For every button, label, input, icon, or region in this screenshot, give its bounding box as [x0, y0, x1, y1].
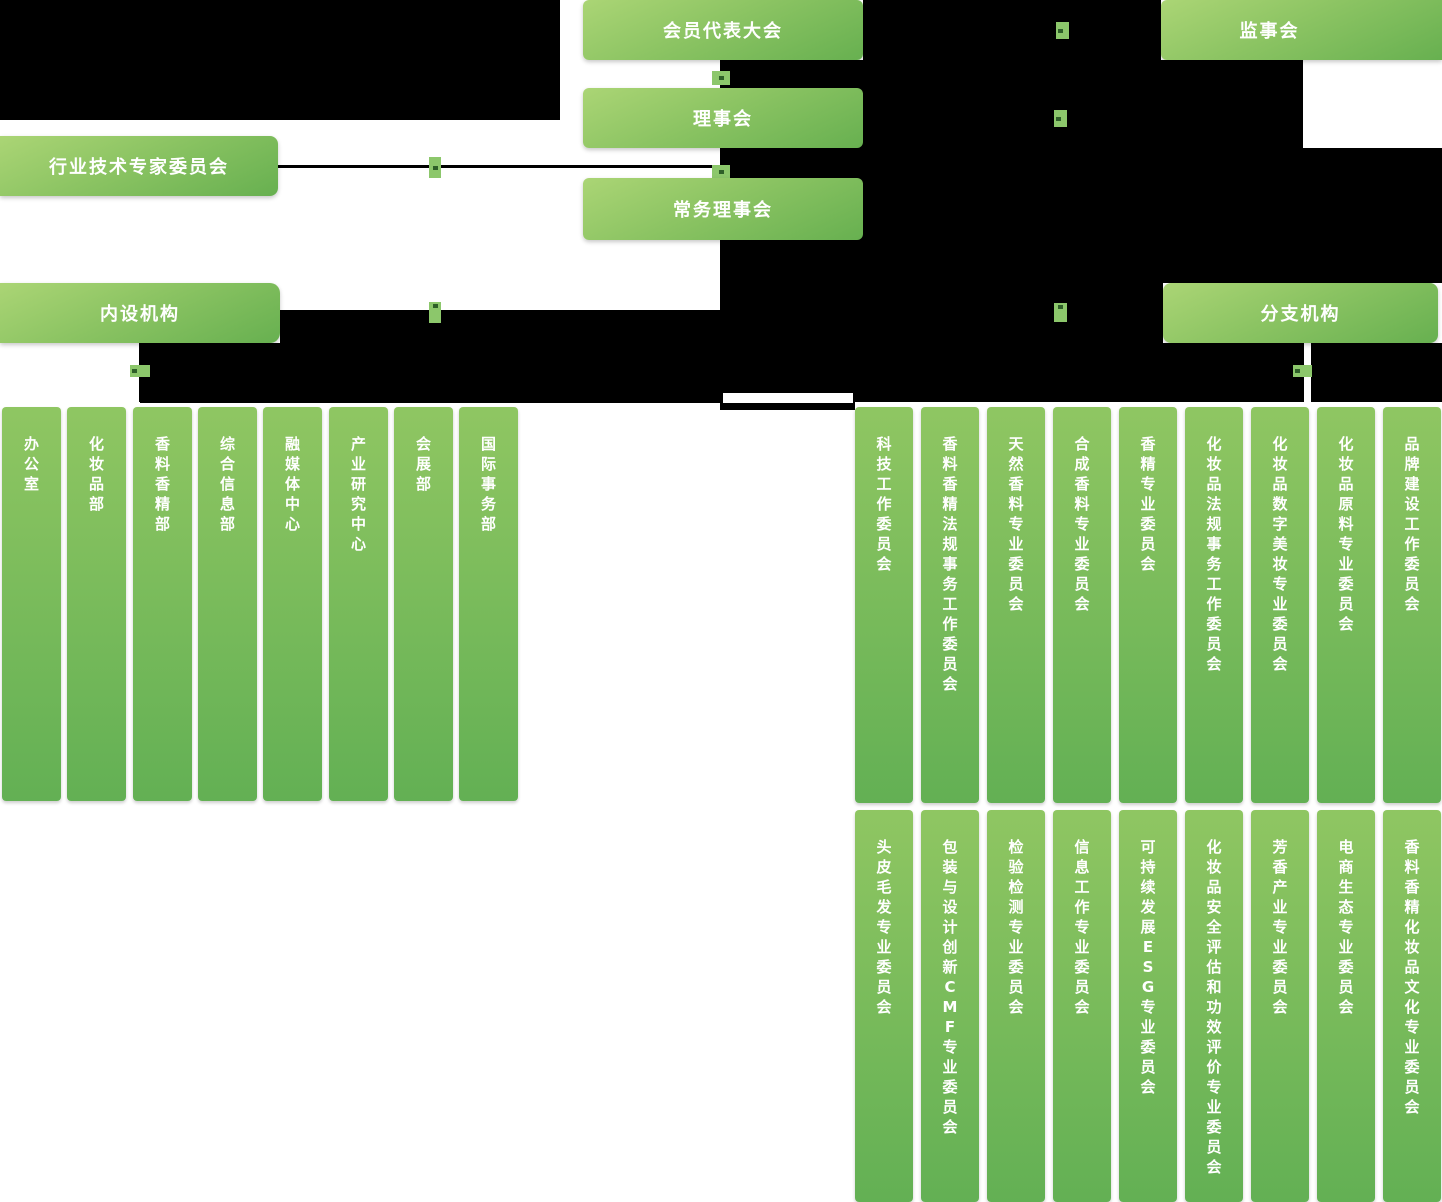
- connector-line: [719, 240, 723, 410]
- connector-node-dash: [432, 304, 438, 308]
- connector-node: [1054, 303, 1067, 322]
- committee-column: 头 皮 毛 发 专 业 委 员 会: [855, 810, 913, 1202]
- department-column: 产 业 研 究 中 心: [329, 407, 388, 801]
- connector-node: [712, 165, 730, 179]
- connector-node-dash: [718, 76, 724, 80]
- committee-column: 科 技 工 作 委 员 会: [855, 407, 913, 803]
- department-column: 综 合 信 息 部: [198, 407, 257, 801]
- column-label: 科 技 工 作 委 员 会: [876, 435, 892, 573]
- column-label: 办 公 室: [23, 435, 39, 493]
- org-box-internal-org: 内设机构: [0, 283, 280, 343]
- column-label: 检 验 检 测 专 业 委 员 会: [1008, 838, 1024, 1016]
- column-label: 产 业 研 究 中 心: [350, 435, 366, 553]
- committee-column: 品 牌 建 设 工 作 委 员 会: [1383, 407, 1441, 803]
- department-column: 融 媒 体 中 心: [263, 407, 322, 801]
- background-block: [140, 343, 722, 403]
- department-column: 化 妆 品 部: [67, 407, 126, 801]
- column-label: 化 妆 品 原 料 专 业 委 员 会: [1338, 435, 1354, 633]
- connector-node: [1054, 110, 1067, 127]
- committee-column: 香 料 香 精 化 妆 品 文 化 专 业 委 员 会: [1383, 810, 1441, 1202]
- column-label: 包 装 与 设 计 创 新 C M F 专 业 委 员 会: [942, 838, 958, 1136]
- committee-column: 合 成 香 料 专 业 委 员 会: [1053, 407, 1111, 803]
- background-block: [0, 0, 560, 120]
- connector-node: [429, 157, 441, 178]
- column-label: 国 际 事 务 部: [480, 435, 496, 533]
- committee-column: 信 息 工 作 专 业 委 员 会: [1053, 810, 1111, 1202]
- connector-line: [719, 148, 723, 178]
- column-label: 可 持 续 发 展 E S G 专 业 委 员 会: [1140, 838, 1156, 1096]
- connector-node-dash: [1056, 116, 1061, 121]
- org-box-label: 常务理事会: [673, 200, 773, 221]
- connector-line: [280, 310, 1163, 314]
- committee-column: 化 妆 品 安 全 评 估 和 功 效 评 价 专 业 委 员 会: [1185, 810, 1243, 1202]
- org-box-supervisory-board: 监事会: [1161, 0, 1442, 60]
- org-box-branch-org: 分支机构: [1163, 283, 1438, 343]
- connector-node: [1056, 22, 1069, 39]
- connector-node-dash: [1058, 305, 1063, 309]
- org-box-council: 理事会: [583, 88, 863, 148]
- column-label: 香 料 香 精 化 妆 品 文 化 专 业 委 员 会: [1404, 838, 1420, 1116]
- connector-node: [1293, 365, 1312, 377]
- column-label: 综 合 信 息 部: [219, 435, 235, 533]
- background-block: [855, 343, 1442, 402]
- column-label: 香 料 香 精 法 规 事 务 工 作 委 员 会: [942, 435, 958, 693]
- column-label: 电 商 生 态 专 业 委 员 会: [1338, 838, 1354, 1016]
- connector-line: [278, 164, 721, 168]
- committee-column: 化 妆 品 原 料 专 业 委 员 会: [1317, 407, 1375, 803]
- committee-column: 包 装 与 设 计 创 新 C M F 专 业 委 员 会: [921, 810, 979, 1202]
- column-label: 化 妆 品 法 规 事 务 工 作 委 员 会: [1206, 435, 1222, 673]
- column-label: 天 然 香 料 专 业 委 员 会: [1008, 435, 1024, 613]
- column-label: 香 精 专 业 委 员 会: [1140, 435, 1156, 573]
- committee-column: 可 持 续 发 展 E S G 专 业 委 员 会: [1119, 810, 1177, 1202]
- department-column: 办 公 室: [2, 407, 61, 801]
- org-box-label: 行业技术专家委员会: [49, 157, 229, 178]
- committee-column: 电 商 生 态 专 业 委 员 会: [1317, 810, 1375, 1202]
- connector-node-dash: [1058, 28, 1063, 33]
- committee-column: 化 妆 品 法 规 事 务 工 作 委 员 会: [1185, 407, 1243, 803]
- connector-line: [1060, 30, 1063, 314]
- column-label: 合 成 香 料 专 业 委 员 会: [1074, 435, 1090, 613]
- connector-node-dash: [432, 165, 438, 170]
- org-box-label: 会员代表大会: [663, 21, 783, 42]
- connector-node-dash: [1295, 369, 1300, 373]
- org-box-label: 监事会: [1239, 21, 1300, 42]
- column-label: 香 料 香 精 部: [154, 435, 170, 533]
- column-label: 会 展 部: [415, 435, 431, 493]
- committee-column: 天 然 香 料 专 业 委 员 会: [987, 407, 1045, 803]
- column-label: 信 息 工 作 专 业 委 员 会: [1074, 838, 1090, 1016]
- connector-node: [130, 365, 150, 377]
- committee-column: 香 精 专 业 委 员 会: [1119, 407, 1177, 803]
- column-label: 品 牌 建 设 工 作 委 员 会: [1404, 435, 1420, 613]
- committee-column: 化 妆 品 数 字 美 妆 专 业 委 员 会: [1251, 407, 1309, 803]
- connector-line: [863, 117, 1060, 121]
- department-column: 香 料 香 精 部: [133, 407, 192, 801]
- org-box-standing-council: 常务理事会: [583, 178, 863, 240]
- department-column: 国 际 事 务 部: [459, 407, 518, 801]
- connector-node-dash: [718, 170, 724, 174]
- org-box-label: 内设机构: [100, 304, 180, 325]
- connector-node-dash: [132, 369, 137, 373]
- committee-column: 芳 香 产 业 专 业 委 员 会: [1251, 810, 1309, 1202]
- column-label: 头 皮 毛 发 专 业 委 员 会: [876, 838, 892, 1016]
- white-patch: [722, 393, 853, 403]
- background-block: [280, 310, 721, 343]
- org-box-label: 分支机构: [1260, 304, 1341, 325]
- column-label: 芳 香 产 业 专 业 委 员 会: [1272, 838, 1288, 1016]
- column-label: 化 妆 品 数 字 美 妆 专 业 委 员 会: [1272, 435, 1288, 673]
- org-box-assembly: 会员代表大会: [583, 0, 863, 60]
- department-column: 会 展 部: [394, 407, 453, 801]
- committee-column: 检 验 检 测 专 业 委 员 会: [987, 810, 1045, 1202]
- committee-column: 香 料 香 精 法 规 事 务 工 作 委 员 会: [921, 407, 979, 803]
- connector-node: [712, 71, 730, 85]
- connector-line: [863, 28, 1162, 32]
- connector-node: [429, 302, 441, 323]
- org-box-expert-committee: 行业技术专家委员会: [0, 136, 278, 196]
- column-label: 融 媒 体 中 心: [284, 435, 300, 533]
- org-box-label: 理事会: [693, 109, 753, 130]
- column-label: 化 妆 品 安 全 评 估 和 功 效 评 价 专 业 委 员 会: [1206, 838, 1222, 1176]
- column-label: 化 妆 品 部: [88, 435, 104, 513]
